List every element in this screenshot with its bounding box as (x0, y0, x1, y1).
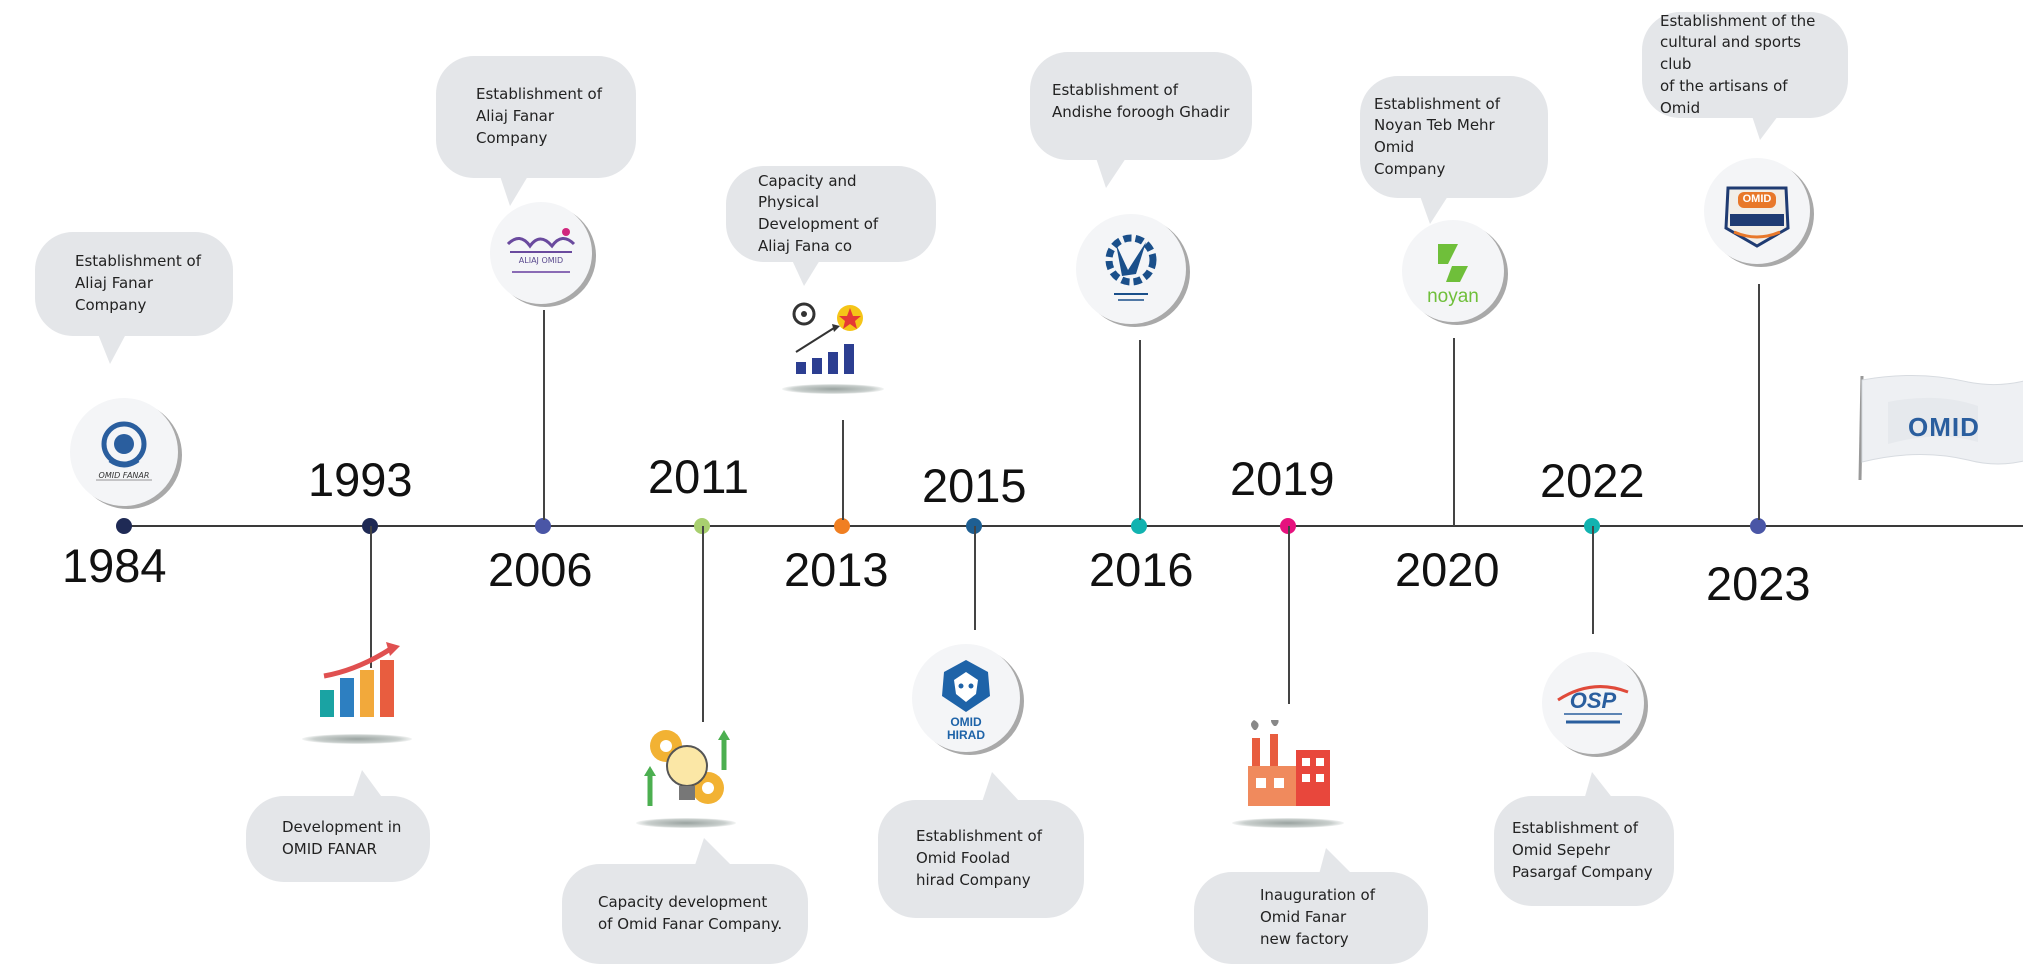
aliaj-omid-logo-text: ALIAJ OMID (518, 256, 564, 265)
event-bubble-2023: Establishment of the cultural and sports… (1642, 12, 1848, 118)
year-label-2015: 2015 (922, 459, 1027, 512)
idea-gears-icon (644, 726, 730, 812)
event-text-2006: Establishment of Aliaj Fanar Company (476, 85, 602, 147)
flag-text: OMID (1908, 412, 1980, 442)
event-text-2016: Establishment of Andishe foroogh Ghadir (1052, 81, 1230, 121)
event-text-2023: Establishment of the cultural and sports… (1660, 11, 1816, 117)
bubble-tail-2020 (1420, 196, 1448, 224)
event-bubble-2020: Establishment of Noyan Teb Mehr Omid Com… (1360, 76, 1548, 198)
event-bubble-2015: Establishment of Omid Foolad hirad Compa… (878, 800, 1084, 918)
noyan-logo-text: noyan (1427, 286, 1479, 307)
bubble-tail-1993 (352, 770, 384, 800)
event-bubble-2022: Establishment of Omid Sepehr Pasargaf Co… (1494, 796, 1674, 906)
year-label-2016: 2016 (1089, 543, 1194, 596)
stem-2006 (543, 310, 545, 520)
omid-club-logo-text: OMID (1742, 193, 1772, 205)
year-label-2023: 2023 (1706, 557, 1811, 610)
event-text-2015: Establishment of Omid Foolad hirad Compa… (916, 827, 1042, 889)
osp-logo-text: OSP (1569, 688, 1617, 713)
event-text-2020: Establishment of Noyan Teb Mehr Omid Com… (1374, 94, 1500, 178)
event-bubble-1984: Establishment of Aliaj Fanar Company (35, 232, 233, 336)
omid-hirad-logo-text: OMID HIRAD (947, 715, 985, 742)
bubble-tail-1984 (98, 334, 126, 364)
event-text-2019: Inauguration of Omid Fanar new factory (1260, 886, 1375, 948)
bubble-tail-2006 (500, 176, 528, 206)
omid-hirad-logo: OMID HIRAD (912, 644, 1020, 752)
stem-2013 (842, 420, 844, 520)
noyan-logo-icon (1438, 244, 1468, 282)
bubble-tail-2016 (1096, 158, 1126, 188)
omid-flag: OMID (1858, 372, 2023, 482)
osp-logo: OSP (1542, 652, 1644, 754)
event-text-2011: Capacity development of Omid Fanar Compa… (598, 893, 783, 933)
omid-club-logo: OMID (1704, 158, 1810, 264)
stem-2020 (1453, 338, 1455, 526)
omid-fanar-logo-icon (96, 421, 152, 481)
omid-fanar-logo-text: OMID FANAR (98, 471, 150, 480)
bubble-tail-2015 (982, 772, 1020, 802)
year-label-2011: 2011 (648, 450, 750, 503)
timeline-dot-2006 (535, 518, 551, 534)
bubble-tail-2013 (792, 260, 820, 286)
timeline-dot-2023 (1750, 518, 1766, 534)
event-bubble-1993: Development in OMID FANAR (246, 796, 430, 882)
timeline-dot-1984 (116, 518, 132, 534)
year-label-1993: 1993 (308, 453, 413, 506)
year-label-2019: 2019 (1230, 452, 1335, 505)
icon-shadow-2011 (636, 818, 736, 828)
stem-2015 (974, 526, 976, 630)
stem-1993 (370, 526, 372, 668)
stem-2023 (1758, 284, 1760, 520)
event-text-1993: Development in OMID FANAR (282, 818, 402, 858)
omid-club-badge-icon (1724, 186, 1790, 248)
event-text-2022: Establishment of Omid Sepehr Pasargaf Co… (1512, 819, 1653, 881)
event-text-2013: Capacity and Physical Development of Ali… (758, 171, 879, 255)
year-label-2020: 2020 (1395, 543, 1500, 596)
stem-2022 (1592, 526, 1594, 634)
noyan-logo: noyan (1402, 220, 1504, 322)
year-label-2013: 2013 (784, 543, 889, 596)
bubble-tail-2022 (1584, 772, 1614, 800)
stem-2016 (1139, 340, 1141, 520)
aliaj-omid-logo: ALIAJ OMID (490, 202, 592, 304)
aliaj-omid-logo-icon (506, 228, 576, 273)
year-label-1984: 1984 (62, 539, 167, 592)
helping-hand-gear-icon (1105, 234, 1157, 301)
event-text-1984: Establishment of Aliaj Fanar Company (75, 252, 201, 314)
icon-shadow-1993 (302, 734, 412, 744)
stem-2019 (1288, 526, 1290, 704)
event-bubble-2011: Capacity development of Omid Fanar Compa… (562, 864, 808, 964)
factory-icon (1244, 716, 1334, 808)
osp-logo-icon (1557, 685, 1629, 724)
timeline-dot-2016 (1131, 518, 1147, 534)
icon-shadow-2019 (1232, 818, 1344, 828)
growth-chart-icon (318, 640, 408, 720)
growth-gear-star-icon (790, 300, 866, 376)
event-bubble-2013: Capacity and Physical Development of Ali… (726, 166, 936, 262)
flag-icon (1858, 374, 2023, 481)
year-label-2022: 2022 (1540, 454, 1645, 507)
event-bubble-2016: Establishment of Andishe foroogh Ghadir (1030, 52, 1252, 160)
lion-icon (942, 660, 990, 712)
icon-shadow-2013 (782, 384, 884, 394)
stem-2011 (702, 526, 704, 722)
event-bubble-2006: Establishment of Aliaj Fanar Company (436, 56, 636, 178)
bubble-tail-2011 (694, 838, 734, 868)
omid-fanar-logo: OMID FANAR (70, 398, 178, 506)
year-label-2006: 2006 (488, 543, 593, 596)
bubble-tail-2023 (1752, 116, 1778, 140)
timeline-dot-2013 (834, 518, 850, 534)
event-bubble-2019: Inauguration of Omid Fanar new factory (1194, 872, 1428, 964)
andishe-foroogh-logo (1076, 214, 1186, 324)
timeline-axis (124, 525, 2023, 527)
